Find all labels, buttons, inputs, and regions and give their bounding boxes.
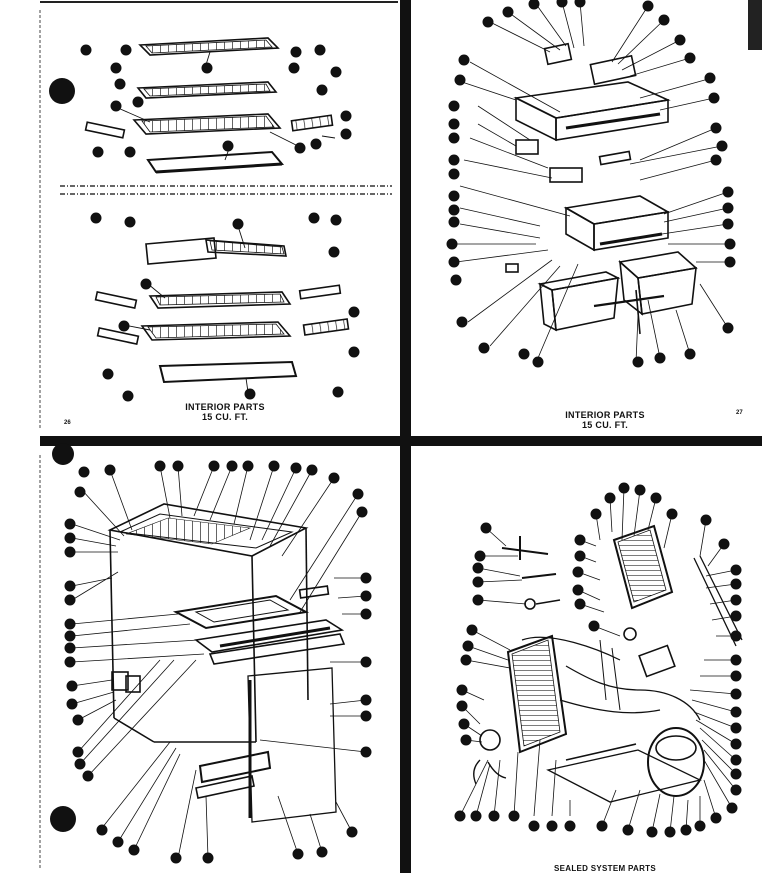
top-left-caption: INTERIOR PARTS 15 CU. FT. [170, 402, 280, 422]
bottom-right-caption: SEALED SYSTEM PARTS [540, 864, 670, 874]
top-left-callouts [80, 44, 360, 402]
top-right-caption: INTERIOR PARTS 15 CU. FT. [550, 410, 660, 430]
top-left-caption-line1: INTERIOR PARTS [185, 402, 265, 412]
top-right-caption-line1: INTERIOR PARTS [565, 410, 645, 420]
top-right-page-number: 27 [736, 410, 743, 416]
top-left-shelf-diagram [84, 37, 350, 393]
binder-holes [49, 78, 76, 832]
bottom-left-callouts [64, 460, 372, 864]
top-left-caption-line2: 15 CU. FT. [201, 412, 248, 422]
bottom-right-callouts [454, 482, 742, 838]
bottom-right-sealed-system-diagram [459, 487, 743, 833]
bottom-left-cabinet-diagram [71, 465, 367, 859]
top-right-caption-line2: 15 CU. FT. [581, 420, 628, 430]
top-right-callouts [446, 0, 736, 368]
top-left-page-number: 26 [64, 420, 71, 426]
top-right-compartment-diagram [454, 1, 730, 363]
sheet-frame [39, 0, 762, 873]
bottom-right-caption-line1: SEALED SYSTEM PARTS [553, 864, 656, 873]
